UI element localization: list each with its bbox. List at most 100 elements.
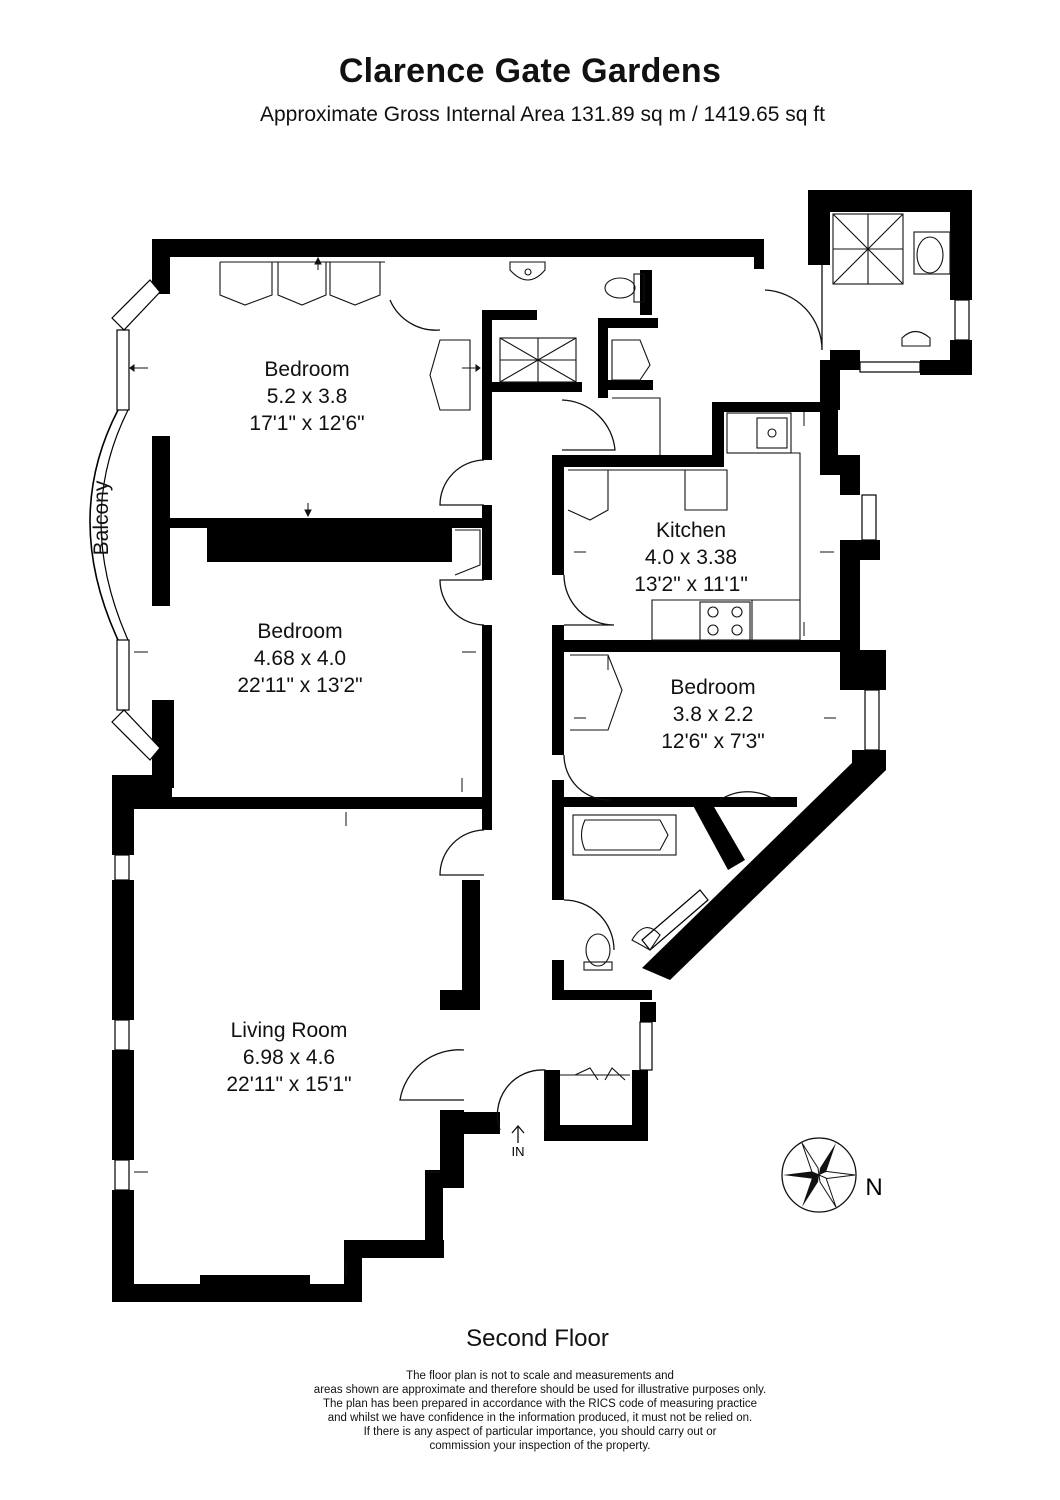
hob-ring <box>707 606 719 618</box>
wall <box>552 990 652 1000</box>
door-swing <box>563 574 615 626</box>
closet <box>454 529 481 576</box>
wall <box>112 1190 134 1302</box>
entrance-label: IN <box>512 1144 525 1159</box>
wall <box>152 239 170 294</box>
wall <box>492 382 582 392</box>
disclaimer-line: If there is any aspect of particular imp… <box>363 1426 717 1438</box>
wall <box>820 402 838 472</box>
compass-icon <box>781 1137 857 1213</box>
room-kitchen: Kitchen 4.0 x 3.38 13'2" x 11'1" <box>634 519 748 596</box>
wall <box>642 760 886 980</box>
wall <box>130 797 490 809</box>
window <box>641 889 709 951</box>
room-living-room: Living Room 6.98 x 4.6 22'11" x 15'1" <box>226 1019 351 1096</box>
wall <box>598 380 653 390</box>
door-swing <box>719 791 776 801</box>
door-swing <box>389 299 441 331</box>
hob-ring <box>731 624 743 636</box>
wall <box>544 1125 648 1141</box>
toilet <box>585 933 611 967</box>
door-swing <box>563 899 615 951</box>
wall <box>482 625 492 830</box>
disclaimer-line: The plan has been prepared in accordance… <box>322 1398 758 1410</box>
wall <box>112 775 134 855</box>
window <box>864 689 880 751</box>
sink <box>631 927 661 951</box>
sink <box>901 330 931 347</box>
sink <box>913 231 951 275</box>
hob-ring <box>731 606 743 618</box>
wall <box>552 455 564 575</box>
wall <box>425 1170 443 1258</box>
sink <box>509 261 546 281</box>
room-bedroom-1: Bedroom 5.2 x 3.8 17'1" x 12'6" <box>249 358 364 435</box>
wall <box>920 360 972 375</box>
toilet <box>583 961 613 971</box>
wall <box>152 700 174 788</box>
door-swing <box>399 1049 465 1101</box>
entrance-arrow <box>511 1125 525 1134</box>
wall <box>440 1112 500 1134</box>
wall <box>712 402 830 412</box>
window <box>859 361 921 373</box>
bathtub <box>572 814 677 856</box>
disclaimer-line: The floor plan is not to scale and measu… <box>406 1370 674 1382</box>
room-metric: 4.0 x 3.38 <box>645 546 737 569</box>
shower-tray <box>832 213 904 285</box>
wall <box>200 1275 310 1285</box>
door-swing <box>496 1069 546 1131</box>
toilet <box>633 273 645 303</box>
room-metric: 3.8 x 2.2 <box>673 703 754 726</box>
window <box>114 1019 130 1051</box>
kitchen-sink <box>756 417 788 449</box>
wall <box>112 1050 134 1160</box>
window <box>861 494 877 541</box>
shower-tray <box>499 337 577 383</box>
wall <box>840 540 860 665</box>
plan-subtitle: Approximate Gross Internal Area 131.89 s… <box>260 103 825 126</box>
room-imperial: 13'2" x 11'1" <box>634 573 748 596</box>
wall <box>840 650 886 690</box>
floor-plan: Balcony <box>89 190 972 1302</box>
wall <box>462 880 480 990</box>
hob-ring <box>707 624 719 636</box>
balcony-rail <box>100 409 129 641</box>
room-name: Bedroom <box>670 676 755 699</box>
room-imperial: 12'6" x 7'3" <box>661 730 765 753</box>
room-imperial: 17'1" x 12'6" <box>249 412 364 435</box>
window <box>111 279 161 331</box>
door-swing <box>563 754 611 801</box>
disclaimer-line: areas shown are approximate and therefor… <box>313 1384 767 1396</box>
worktop <box>612 397 661 455</box>
door-swing <box>561 399 616 451</box>
hob <box>699 601 751 641</box>
wall <box>552 780 564 900</box>
wall <box>640 270 652 315</box>
worktop <box>727 452 801 640</box>
wall <box>598 318 608 398</box>
kitchen-sink <box>767 428 777 438</box>
room-metric: 4.68 x 4.0 <box>254 647 346 670</box>
wall <box>112 1284 362 1302</box>
wall <box>690 800 745 870</box>
door-swing <box>439 579 485 626</box>
wardrobe <box>219 262 273 306</box>
room-name: Kitchen <box>656 519 726 542</box>
wall <box>152 239 754 257</box>
room-metric: 6.98 x 4.6 <box>243 1046 335 1069</box>
room-imperial: 22'11" x 13'2" <box>237 674 362 697</box>
wall <box>840 455 860 495</box>
closet <box>567 469 609 521</box>
door-swing <box>439 829 485 876</box>
bathtub <box>580 819 669 851</box>
wall <box>640 1002 656 1022</box>
wall <box>112 880 134 1020</box>
room-bedroom-3: Bedroom 3.8 x 2.2 12'6" x 7'3" <box>661 676 765 753</box>
wall <box>152 436 170 606</box>
window <box>111 709 161 761</box>
sink <box>916 236 944 274</box>
wall <box>712 402 724 467</box>
kitchen-sink <box>726 412 792 454</box>
room-imperial: 22'11" x 15'1" <box>226 1073 351 1096</box>
